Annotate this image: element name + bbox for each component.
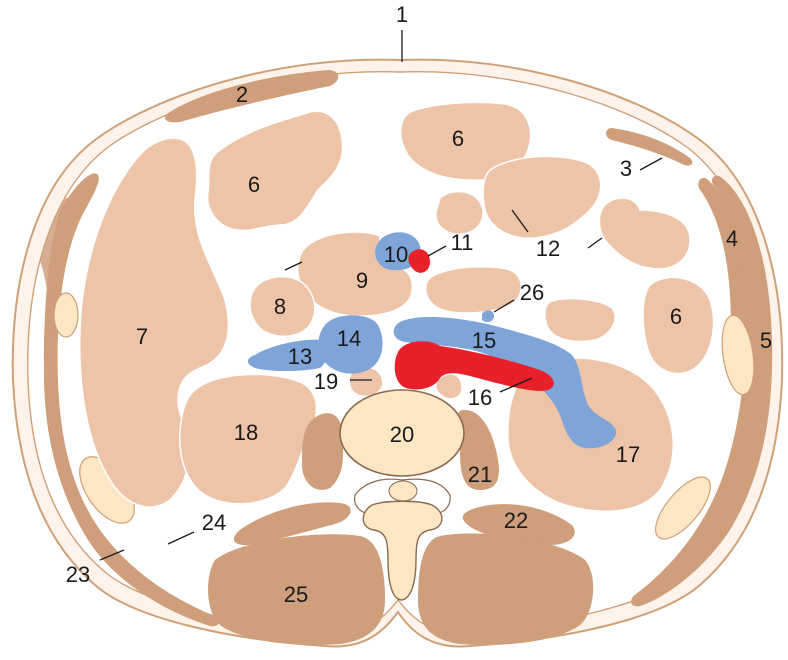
label-6-left: 6 — [248, 172, 260, 197]
label-9: 9 — [356, 268, 368, 293]
bowel-loop-center-right — [545, 299, 615, 342]
label-25: 25 — [284, 582, 308, 607]
label-18: 18 — [234, 420, 258, 445]
cartilage-left-upper — [54, 293, 78, 337]
erector-spinae-right — [418, 533, 593, 645]
label-17: 17 — [616, 442, 640, 467]
label-19: 19 — [314, 369, 338, 394]
label-21: 21 — [468, 462, 492, 487]
label-16: 16 — [468, 385, 492, 410]
label-12: 12 — [536, 236, 560, 261]
label-4: 4 — [726, 226, 738, 251]
bowel-loop-small — [436, 192, 483, 235]
label-23: 23 — [66, 562, 90, 587]
spinal-canal — [389, 481, 417, 501]
label-7: 7 — [136, 324, 148, 349]
label-6-right: 6 — [670, 304, 682, 329]
label-10: 10 — [384, 242, 408, 267]
label-5: 5 — [760, 328, 772, 353]
label-14: 14 — [337, 326, 361, 351]
label-20: 20 — [390, 422, 414, 447]
label-6-top: 6 — [452, 126, 464, 151]
label-22: 22 — [504, 508, 528, 533]
label-11: 11 — [451, 230, 474, 255]
label-15: 15 — [472, 328, 496, 353]
label-3: 3 — [620, 156, 632, 181]
bowel-loop-center — [426, 267, 522, 313]
label-24: 24 — [202, 510, 226, 535]
label-1: 1 — [396, 2, 408, 27]
label-8: 8 — [274, 294, 286, 319]
label-26: 26 — [520, 280, 544, 305]
label-13: 13 — [288, 344, 312, 369]
label-2: 2 — [236, 82, 248, 107]
